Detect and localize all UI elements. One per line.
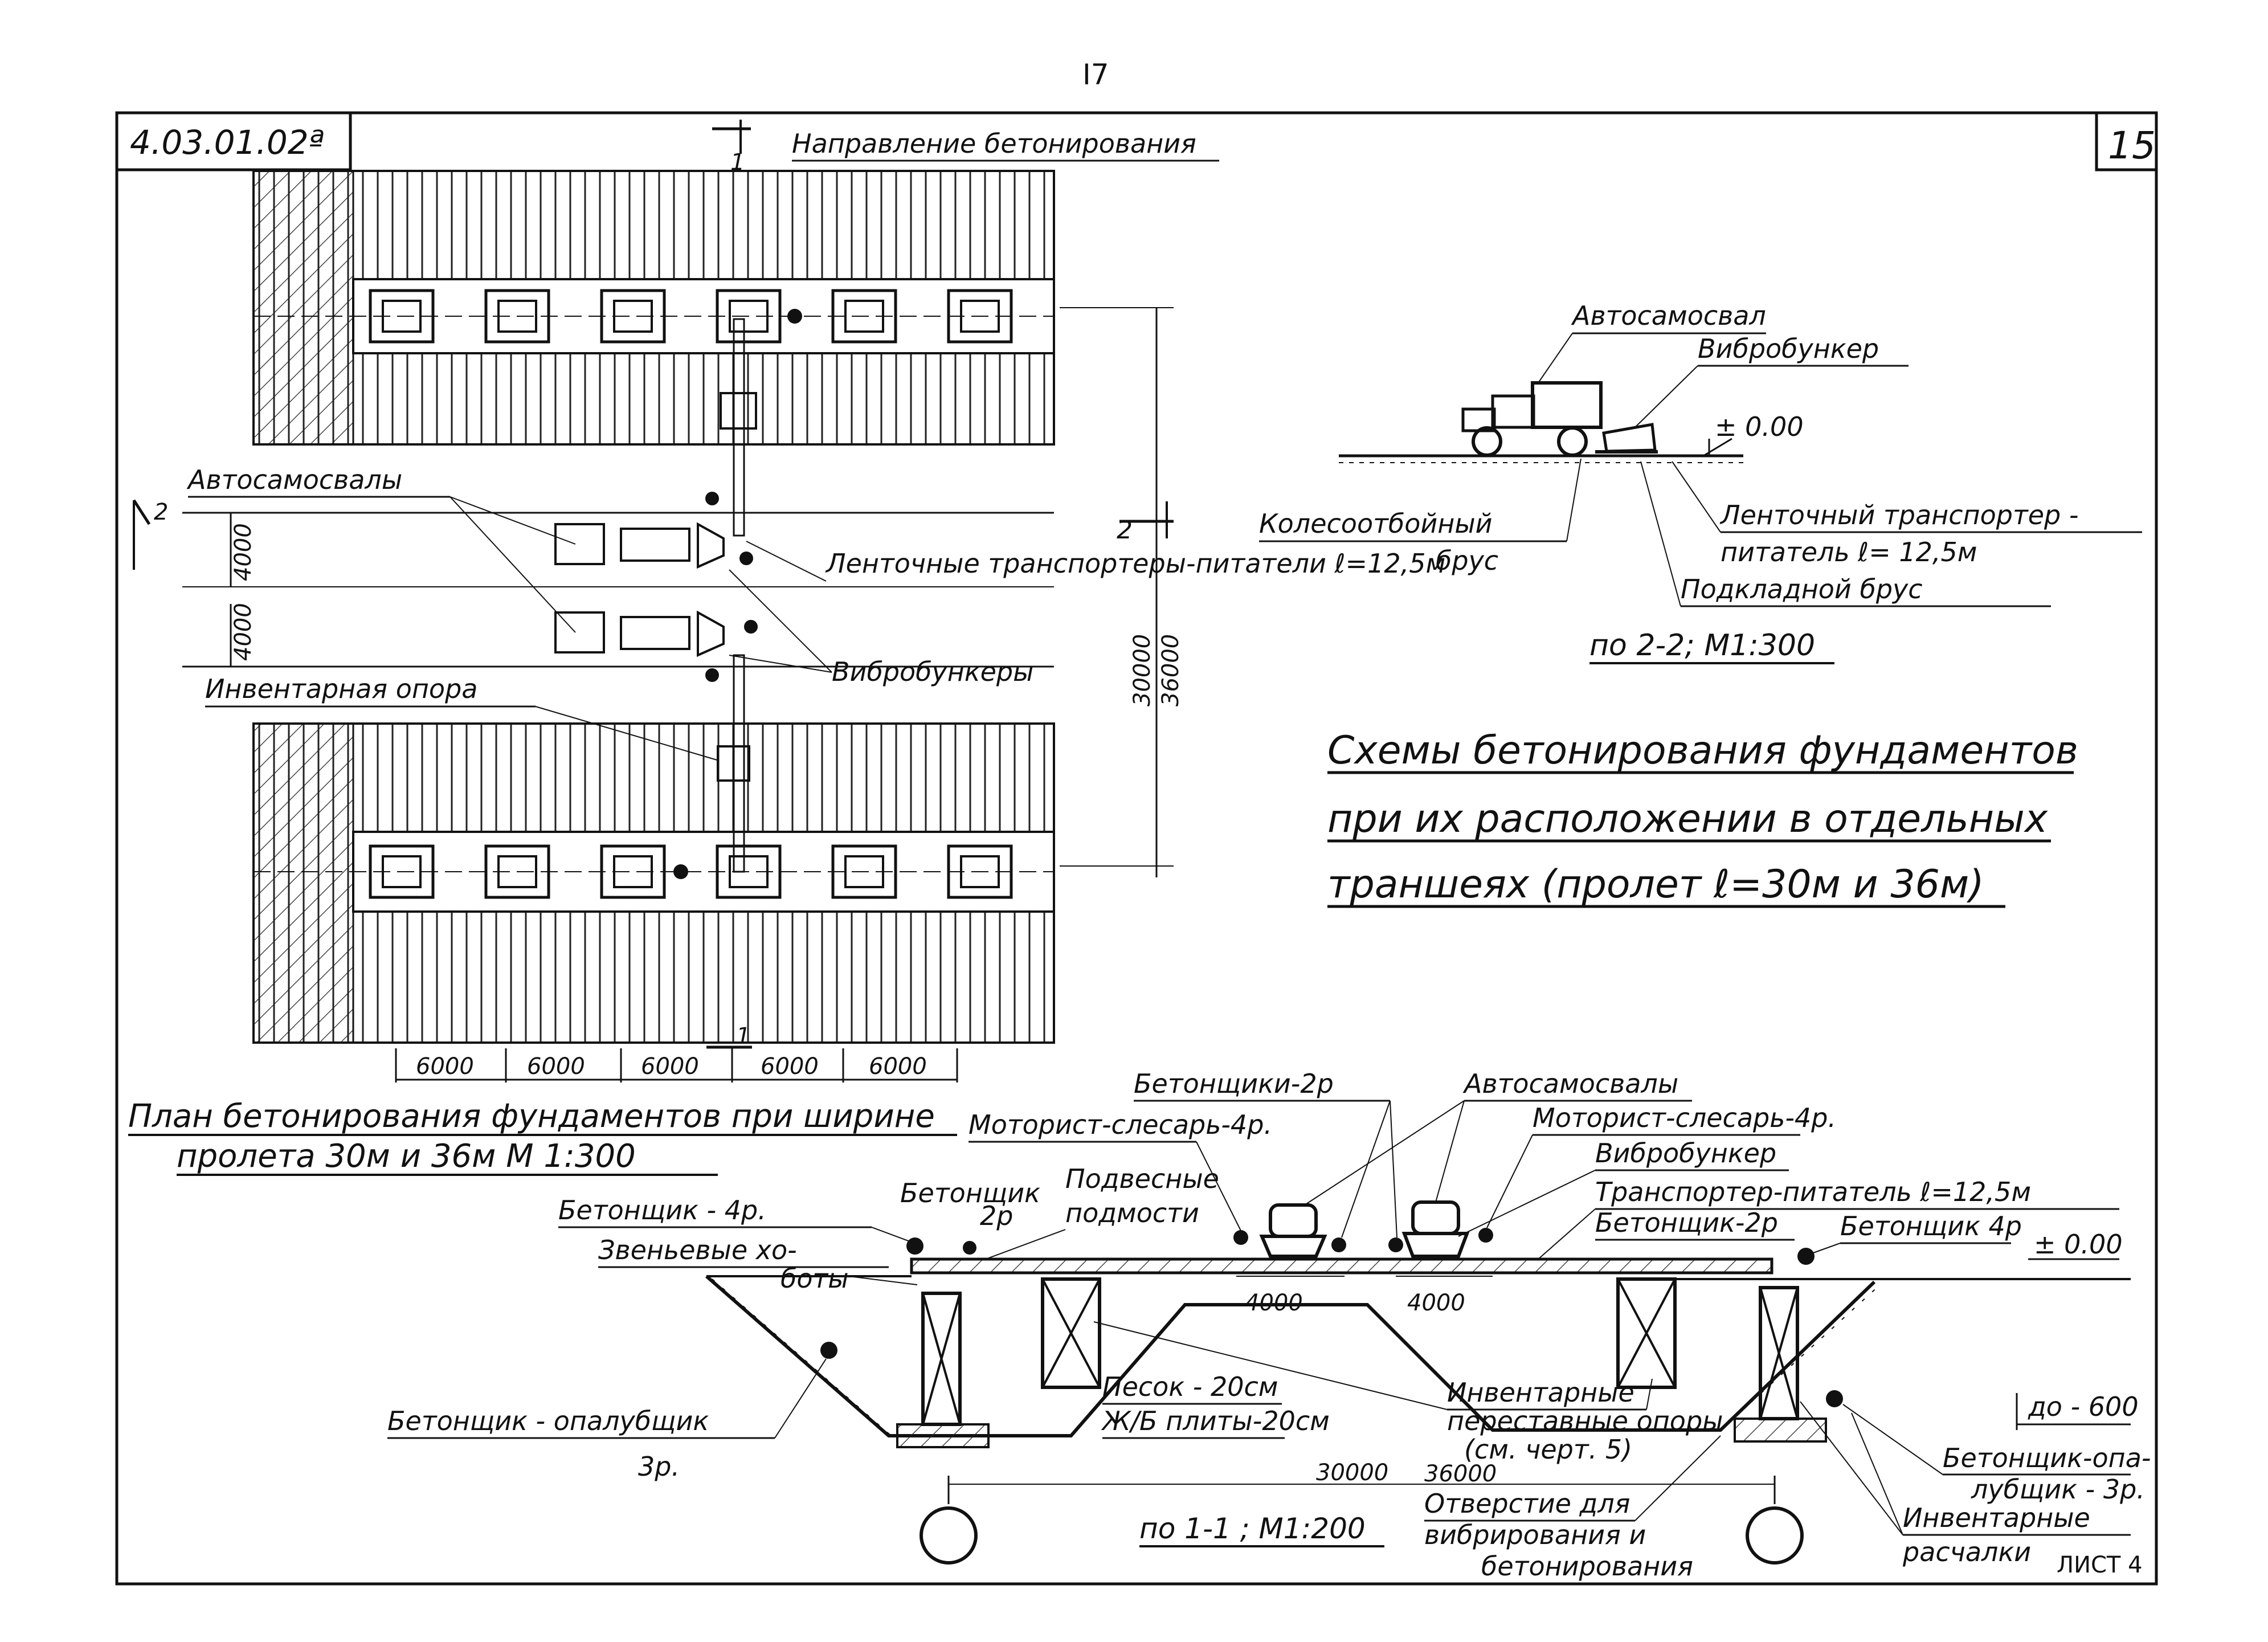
s11-dump-trucks: Автосамосвалы	[1462, 1068, 1678, 1099]
section-2-marker-right: 2	[1117, 516, 1133, 545]
s11-workers	[820, 1228, 1843, 1407]
s11-hole-3: бетонирования	[1481, 1551, 1693, 1582]
s22-caption: по 2-2; М1:300	[1589, 628, 1815, 663]
plan-dim-6000-2: 6000	[527, 1053, 585, 1080]
s11-right-tower	[1734, 1286, 1827, 1443]
plan-truck-lower	[554, 610, 758, 682]
section-2-2: Автосамосвал Вибробункер ± 0.00 Колесоот…	[1259, 300, 2142, 664]
plan-dim-4000-a: 4000	[230, 523, 256, 581]
s11-deck	[910, 1257, 1773, 1275]
s11-guys-2: расчалки	[1902, 1537, 2031, 1567]
lower-trench-end-left	[252, 722, 354, 1044]
s11-form-worker-r-2: лубщик - 3р.	[1971, 1474, 2145, 1505]
upper-foundations	[369, 289, 1013, 344]
s22-sub-beam: Подкладной брус	[1681, 574, 1923, 604]
s22-label-vibro-bunker: Вибробункер	[1698, 333, 1879, 364]
plan-title-line2: пролета 30м и 36м М 1:300	[177, 1138, 636, 1175]
plan-dim-30000: 30000	[1129, 634, 1155, 706]
s11-right-support	[1616, 1277, 1677, 1389]
s11-mechanic-right: Моторист-слесарь-4р.	[1533, 1102, 1836, 1133]
s11-level: ± 0.00	[2034, 1229, 2123, 1260]
lower-conveyor	[733, 654, 745, 873]
s11-hole-1: Отверстие для	[1424, 1488, 1630, 1519]
s11-form-worker-1: Бетонщик - опалубщик	[387, 1406, 709, 1436]
s11-mechanic-left: Моторист-слесарь-4р.	[969, 1109, 1272, 1140]
s22-conveyor-1: Ленточный транспортер -	[1719, 500, 2078, 530]
s11-inv-supports-2: переставные опоры	[1447, 1406, 1723, 1436]
sheet-number-box	[2095, 111, 2158, 171]
plan-dim-6000-5: 6000	[869, 1053, 927, 1080]
lower-foundations	[369, 844, 1013, 899]
s11-dim-30000: 30000	[1316, 1460, 1388, 1486]
s11-guys-1: Инвентарные	[1903, 1502, 2090, 1533]
page-number: I7	[1082, 58, 1109, 91]
plan-dim-36000: 36000	[1158, 634, 1184, 706]
s11-depth: до - 600	[2028, 1391, 2139, 1422]
inventory-support	[717, 745, 750, 782]
s11-link-1: Звеньевые хо-	[598, 1235, 797, 1265]
s11-concreter-2r-left-2: 2р	[980, 1200, 1013, 1231]
s11-dim-4000-left: 4000	[1245, 1290, 1303, 1316]
section-1-marker-bottom: 1	[736, 1023, 750, 1049]
plan-label-vibro-bunkers: Вибробункеры	[832, 656, 1033, 687]
plan-label-conveyors: Ленточные транспортеры-питатели ℓ=12,5м	[825, 548, 1445, 579]
s22-label-dump-truck: Автосамосвал	[1571, 300, 1766, 331]
plan-dim-4000-b: 4000	[230, 603, 256, 661]
s11-inv-supports-1: Инвентарные	[1447, 1377, 1634, 1408]
main-title-line1: Схемы бетонирования фундаментов	[1327, 728, 2078, 773]
s22-dump-truck	[1461, 381, 1603, 457]
s11-form-worker-2: 3р.	[638, 1451, 680, 1482]
s11-conveyor: Транспортер-питатель ℓ=12,5м	[1595, 1177, 2031, 1207]
s11-concreters-2r: Бетонщики-2р	[1134, 1068, 1334, 1099]
s11-concreter-2r-left-1: Бетонщик	[900, 1178, 1040, 1208]
s22-wheel-beam-1: Колесоотбойный	[1259, 508, 1493, 539]
s11-pipe-right	[1746, 1506, 1804, 1565]
direction-label: Направление бетонирования	[792, 128, 1196, 159]
main-title: Схемы бетонирования фундаментов при их р…	[1327, 728, 2078, 908]
plan-dim-6000-4: 6000	[761, 1053, 819, 1080]
s11-dump-truck-right	[1401, 1200, 1470, 1258]
section-1-1: Бетонщики-2р Автосамосвалы Моторист-слес…	[387, 1068, 2151, 1582]
s22-level: ± 0.00	[1715, 411, 1804, 442]
s11-hanging-2: подмости	[1065, 1198, 1199, 1228]
plan-label-inventory-support: Инвентарная опора	[205, 673, 477, 704]
plan-truck-upper	[554, 492, 753, 569]
plan-dim-6000-3: 6000	[641, 1053, 699, 1080]
footer-sheet: ЛИСТ 4	[2057, 1552, 2143, 1578]
s22-conveyor-2: питатель ℓ= 12,5м	[1721, 537, 1977, 567]
stamp-box	[115, 111, 352, 171]
sheet-number: 15	[2108, 124, 2156, 168]
s11-caption: по 1-1 ; М1:200	[1139, 1512, 1366, 1545]
s11-inv-supports-3: (см. черт. 5)	[1464, 1434, 1632, 1465]
s11-concreter-4r-left: Бетонщик - 4р.	[558, 1195, 766, 1226]
s11-left-tower	[896, 1292, 990, 1448]
s22-vibro-bunker	[1602, 423, 1657, 453]
plan-title-line1: План бетонирования фундаментов при ширин…	[128, 1098, 935, 1135]
s11-hanging-1: Подвесные	[1065, 1163, 1219, 1194]
s11-pipe-left	[920, 1506, 978, 1565]
s11-left-support	[1041, 1277, 1101, 1389]
main-title-line3: траншеях (пролет ℓ=30м и 36м)	[1327, 862, 1984, 907]
plan-dim-6000-1: 6000	[416, 1053, 474, 1080]
s22-wheel-beam-2: брус	[1436, 545, 1498, 576]
upper-trench-end-left	[252, 170, 354, 446]
s11-dim-36000: 36000	[1424, 1461, 1497, 1487]
s11-concreter-4r-right: Бетонщик 4р	[1840, 1211, 2022, 1241]
plan-view: 1 Направление бетонирования	[128, 120, 1445, 1176]
drawing-frame	[115, 111, 2158, 1586]
section-2-marker-left: 2	[154, 499, 168, 525]
plan-label-dump-trucks: Автосамосвалы	[186, 464, 402, 495]
s11-sand-1: Песок - 20см	[1102, 1371, 1278, 1402]
s11-dump-truck-left	[1259, 1203, 1327, 1258]
s11-sand-2: Ж/Б плиты-20см	[1101, 1406, 1330, 1436]
s11-concreter-2r-right: Бетонщик-2р	[1595, 1207, 1778, 1238]
s11-hole-2: вибрирования и	[1424, 1520, 1646, 1550]
stamp-code: 4.03.01.02ª	[130, 123, 324, 162]
s11-vibro-bunker: Вибробункер	[1595, 1138, 1776, 1169]
s11-form-worker-r-1: Бетонщик-опа-	[1943, 1443, 2151, 1473]
s11-dim-4000-right: 4000	[1407, 1290, 1465, 1316]
main-title-line2: при их расположении в отдельных	[1327, 797, 2048, 842]
s11-link-2: боты	[780, 1263, 849, 1294]
